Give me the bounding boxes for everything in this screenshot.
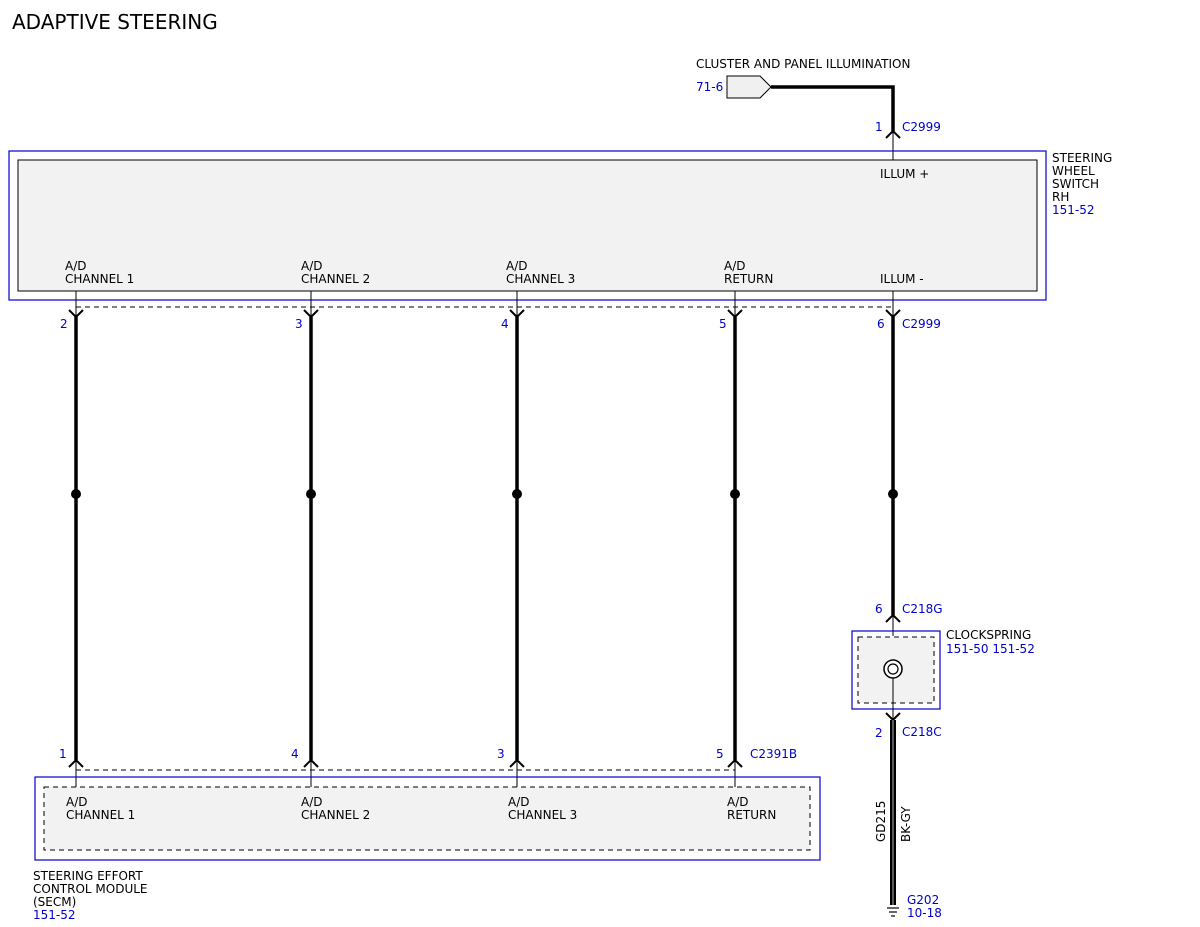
module-name-line: STEERING EFFORT (33, 869, 143, 883)
module-terminal-line1: A/D (727, 795, 749, 809)
switch-pin-number: 2 (60, 317, 68, 331)
clockspring-bottom-connector-id[interactable]: C218C (902, 725, 942, 739)
switch-terminal-line2: CHANNEL 3 (506, 272, 575, 286)
splice-dot (512, 489, 522, 499)
module-terminal-line2: CHANNEL 1 (66, 808, 135, 822)
switch-pin-number: 6 (877, 317, 885, 331)
illumination-ref[interactable]: 71-6 (696, 80, 723, 94)
switch-top-connector-id[interactable]: C2999 (902, 120, 941, 134)
module-connector-id[interactable]: C2391B (750, 747, 797, 761)
switch-illum-plus-label: ILLUM + (880, 167, 929, 181)
module-pin-number: 1 (59, 747, 67, 761)
ground-id[interactable]: G202 (907, 893, 939, 907)
module-name: STEERING EFFORT CONTROL MODULE (SECM) (33, 869, 148, 909)
module-name-line: CONTROL MODULE (33, 882, 148, 896)
switch-terminal-line2: CHANNEL 1 (65, 272, 134, 286)
clockspring-top-connector-id[interactable]: C218G (902, 602, 943, 616)
splice-dot (306, 489, 316, 499)
module-terminal-line1: A/D (301, 795, 323, 809)
ground-circuit-label: GD215 (874, 801, 888, 842)
module-body (43, 786, 811, 851)
splice-dot (730, 489, 740, 499)
ground-color-label: BK-GY (899, 806, 913, 842)
switch-ref[interactable]: 151-52 (1052, 203, 1095, 217)
switch-terminal-line2: RETURN (724, 272, 773, 286)
switch-bottom-connector-id[interactable]: C2999 (902, 317, 941, 331)
page-title: ADAPTIVE STEERING (12, 10, 218, 34)
switch-terminal-line1: A/D (65, 259, 87, 273)
module-pin-number: 3 (497, 747, 505, 761)
switch-name-line: WHEEL (1052, 164, 1095, 178)
channel-wires (74, 317, 737, 760)
switch-body (17, 159, 1038, 292)
illumination-label: CLUSTER AND PANEL ILLUMINATION (696, 57, 910, 71)
switch-terminal-line1: A/D (301, 259, 323, 273)
module-outline (34, 776, 821, 861)
illumination-wire (771, 85, 895, 131)
switch-pin-number: 5 (719, 317, 727, 331)
module-pin-stubs (75, 760, 736, 787)
splice-dot (71, 489, 81, 499)
switch-terminal-line1: A/D (724, 259, 746, 273)
switch-name-line: STEERING (1052, 151, 1112, 165)
module-terminal-line1: A/D (66, 795, 88, 809)
switch-terminal-line2: ILLUM - (880, 272, 924, 286)
switch-name-line: RH (1052, 190, 1069, 204)
clockspring-coil-inner-icon (887, 663, 899, 675)
module-terminal-line2: RETURN (727, 808, 776, 822)
switch-terminal-line2: CHANNEL 2 (301, 272, 370, 286)
switch-pin-number: 4 (501, 317, 509, 331)
switch-terminal-line1: A/D (506, 259, 528, 273)
switch-name: STEERING WHEEL SWITCH RH (1052, 151, 1112, 204)
clockspring-bottom-pin: 2 (875, 726, 883, 740)
module-terminal-line2: CHANNEL 2 (301, 808, 370, 822)
clockspring-coil-icon (883, 659, 903, 679)
switch-pin-number: 3 (295, 317, 303, 331)
switch-top-pin: 1 (875, 120, 883, 134)
splice-dot (888, 489, 898, 499)
module-name-line: (SECM) (33, 895, 76, 909)
clockspring-outline (851, 630, 941, 710)
module-terminal-line1: A/D (508, 795, 530, 809)
connector-pin-icon (885, 129, 901, 139)
module-pin-number: 4 (291, 747, 299, 761)
clockspring-label: CLOCKSPRING (946, 628, 1031, 642)
ground-ref[interactable]: 10-18 (907, 906, 942, 920)
illumination-connector-icon (726, 75, 772, 99)
clockspring-top-pin: 6 (875, 602, 883, 616)
module-pin-number: 5 (716, 747, 724, 761)
clockspring-refs[interactable]: 151-50 151-52 (946, 642, 1035, 656)
switch-name-line: SWITCH (1052, 177, 1099, 191)
ground-icon (887, 907, 899, 917)
switch-outline (8, 150, 1047, 301)
module-terminal-line2: CHANNEL 3 (508, 808, 577, 822)
module-ref[interactable]: 151-52 (33, 908, 76, 922)
switch-pin-stubs (75, 291, 894, 316)
